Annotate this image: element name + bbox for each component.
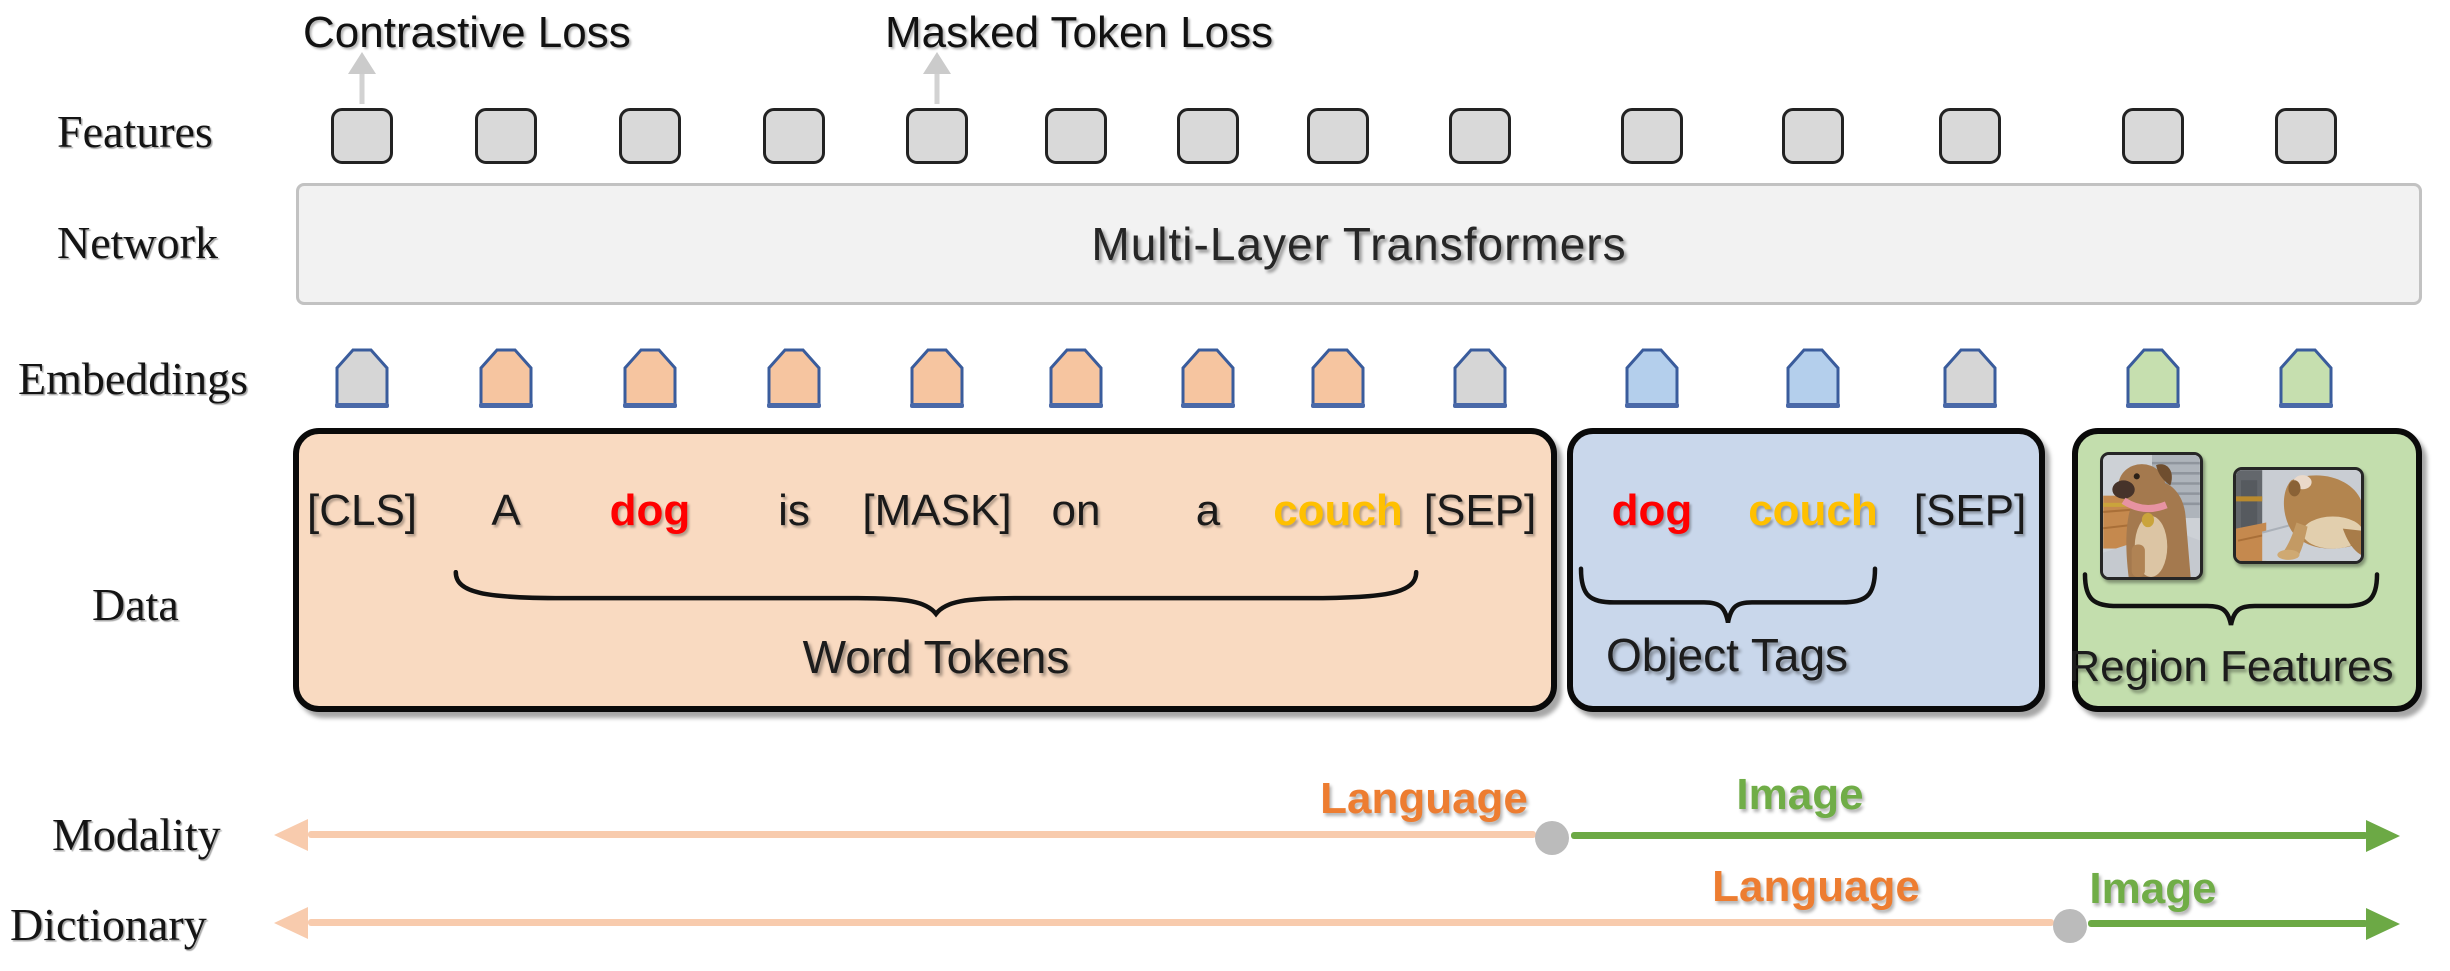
feature-square xyxy=(2275,108,2337,164)
row-label-embeddings: Embeddings xyxy=(18,353,248,404)
feature-square xyxy=(1621,108,1683,164)
embedding-shape xyxy=(2126,348,2180,408)
embedding-shape xyxy=(623,348,677,408)
modality-language-label: Language xyxy=(1320,774,1528,823)
embedding-shape xyxy=(1181,348,1235,408)
embedding-shape xyxy=(1625,348,1679,408)
word-token: A xyxy=(491,486,521,535)
dictionary-split-dot xyxy=(2053,909,2087,943)
feature-square xyxy=(1177,108,1239,164)
feature-square xyxy=(619,108,681,164)
feature-square xyxy=(1307,108,1369,164)
feature-square xyxy=(763,108,825,164)
embedding-shape xyxy=(910,348,964,408)
feature-square xyxy=(475,108,537,164)
word-tokens-box xyxy=(293,428,1557,712)
contrastive-loss-label: Contrastive Loss xyxy=(303,8,631,57)
dictionary-image-line xyxy=(2088,920,2368,927)
word-token: is xyxy=(778,486,810,535)
modality-image-line xyxy=(1571,832,2368,839)
word-token: dog xyxy=(609,486,691,535)
object-tags-label: Object Tags xyxy=(1605,629,1849,681)
word-token: [MASK] xyxy=(862,486,1012,535)
word-token: a xyxy=(1195,486,1221,535)
word-tokens-label: Word Tokens xyxy=(802,631,1070,683)
feature-square xyxy=(1939,108,2001,164)
row-label-network: Network xyxy=(57,217,218,268)
embedding-shape xyxy=(1453,348,1507,408)
word-tokens-brace xyxy=(446,570,1426,618)
tag-token: [SEP] xyxy=(1913,486,2027,535)
left-arrowhead-icon xyxy=(274,819,308,851)
embedding-shape xyxy=(1786,348,1840,408)
masked-token-loss-label: Masked Token Loss xyxy=(885,8,1274,57)
network-label: Multi-Layer Transformers xyxy=(1091,218,1627,270)
word-token: on xyxy=(1051,486,1101,535)
embedding-shape xyxy=(1311,348,1365,408)
up-arrow-icon xyxy=(348,52,376,104)
up-arrow-icon xyxy=(923,52,951,104)
region-features-brace xyxy=(2082,572,2380,630)
feature-square xyxy=(2122,108,2184,164)
modality-image-label: Image xyxy=(1736,770,1864,819)
tag-token: dog xyxy=(1611,486,1693,535)
tag-token: couch xyxy=(1748,486,1878,535)
row-label-features: Features xyxy=(57,106,213,157)
object-tags-box xyxy=(1567,428,2045,712)
embedding-shape xyxy=(1049,348,1103,408)
feature-square xyxy=(906,108,968,164)
embedding-shape xyxy=(335,348,389,408)
right-arrowhead-icon xyxy=(2366,908,2400,940)
feature-square xyxy=(331,108,393,164)
multi-layer-transformers-box: Multi-Layer Transformers xyxy=(296,183,2422,305)
feature-square xyxy=(1449,108,1511,164)
word-token: [CLS] xyxy=(306,486,418,535)
dictionary-language-line xyxy=(308,919,2054,926)
embedding-shape xyxy=(1943,348,1997,408)
modality-language-line xyxy=(308,831,1536,838)
feature-square xyxy=(1045,108,1107,164)
right-arrowhead-icon xyxy=(2366,820,2400,852)
region-features-label: Region Features xyxy=(2068,642,2394,691)
modality-split-dot xyxy=(1535,821,1569,855)
dictionary-image-label: Image xyxy=(2089,864,2217,913)
region-photo-2 xyxy=(2233,467,2364,564)
word-token: [SEP] xyxy=(1423,486,1537,535)
embedding-shape xyxy=(479,348,533,408)
dictionary-language-label: Language xyxy=(1712,862,1920,911)
left-arrowhead-icon xyxy=(274,907,308,939)
word-token: couch xyxy=(1273,486,1403,535)
object-tags-brace xyxy=(1578,566,1878,628)
feature-square xyxy=(1782,108,1844,164)
row-label-modality: Modality xyxy=(52,809,221,860)
embedding-shape xyxy=(767,348,821,408)
embedding-shape xyxy=(2279,348,2333,408)
row-label-data: Data xyxy=(92,579,179,630)
row-label-dictionary: Dictionary xyxy=(10,899,207,950)
region-photo-1 xyxy=(2100,452,2203,580)
